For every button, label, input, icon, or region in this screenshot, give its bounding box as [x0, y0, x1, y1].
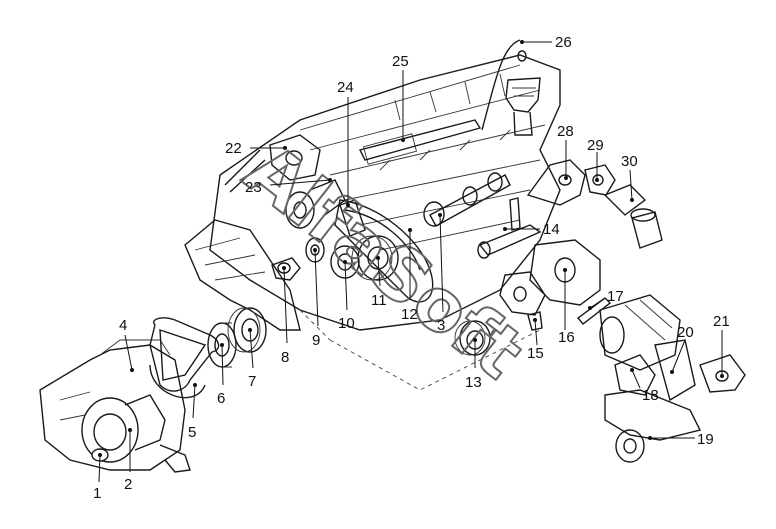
callout-3[interactable]: 3 [437, 317, 445, 334]
callout-8[interactable]: 8 [281, 349, 289, 366]
callouts: 1 2 3 4 5 6 7 8 9 10 11 12 13 [93, 34, 730, 502]
callout-18[interactable]: 18 [642, 387, 659, 404]
callout-15[interactable]: 15 [527, 345, 544, 362]
callout-20[interactable]: 20 [677, 324, 694, 341]
bracket-18 [614, 354, 656, 396]
bolt-15 [527, 311, 543, 331]
bracket-28 [526, 159, 586, 206]
callout-6[interactable]: 6 [217, 390, 225, 407]
drive-belt [149, 317, 220, 399]
bracket-20 [654, 339, 696, 402]
callout-22[interactable]: 22 [225, 140, 242, 157]
callout-23[interactable]: 23 [245, 179, 262, 196]
camshaft [423, 172, 511, 227]
bracket-19 [604, 389, 702, 463]
callout-19[interactable]: 19 [697, 431, 714, 448]
callout-9[interactable]: 9 [312, 332, 320, 349]
callout-12[interactable]: 12 [401, 306, 418, 323]
compressor-assembly [599, 294, 681, 371]
timing-belt [334, 199, 434, 303]
callout-16[interactable]: 16 [558, 329, 575, 346]
callout-28[interactable]: 28 [557, 123, 574, 140]
callout-2[interactable]: 2 [124, 476, 132, 493]
thermostat-housing [224, 134, 321, 193]
callout-25[interactable]: 25 [392, 53, 409, 70]
fuel-pump-29 [584, 164, 616, 196]
shaft-14 [477, 197, 542, 259]
callout-26[interactable]: 26 [555, 34, 572, 51]
callout-13[interactable]: 13 [465, 374, 482, 391]
callout-21[interactable]: 21 [713, 313, 730, 330]
water-pump-assembly [39, 339, 191, 473]
timing-cover [184, 219, 301, 331]
watermark: AlfaSoft [229, 126, 541, 396]
callout-10[interactable]: 10 [338, 315, 355, 332]
callout-17[interactable]: 17 [607, 288, 624, 305]
callout-11[interactable]: 11 [371, 292, 387, 309]
oil-pump [499, 239, 601, 316]
callout-14[interactable]: 14 [543, 221, 560, 238]
callout-7[interactable]: 7 [248, 373, 256, 390]
callout-24[interactable]: 24 [337, 79, 354, 96]
distributor [481, 39, 541, 136]
callout-30[interactable]: 30 [621, 153, 638, 170]
valve-cover-gasket [358, 119, 482, 161]
tensioner-arm [339, 199, 366, 237]
gear-11 [351, 235, 399, 281]
callout-5[interactable]: 5 [188, 424, 196, 441]
idler-23 [285, 179, 346, 229]
callout-4[interactable]: 4 [119, 317, 127, 334]
filter-30 [603, 184, 663, 249]
rod-17 [576, 297, 612, 325]
pulley-7 [227, 307, 267, 353]
callout-1[interactable]: 1 [93, 485, 101, 502]
watermark-text: AlfaSoft [230, 127, 540, 395]
callout-29[interactable]: 29 [587, 137, 604, 154]
